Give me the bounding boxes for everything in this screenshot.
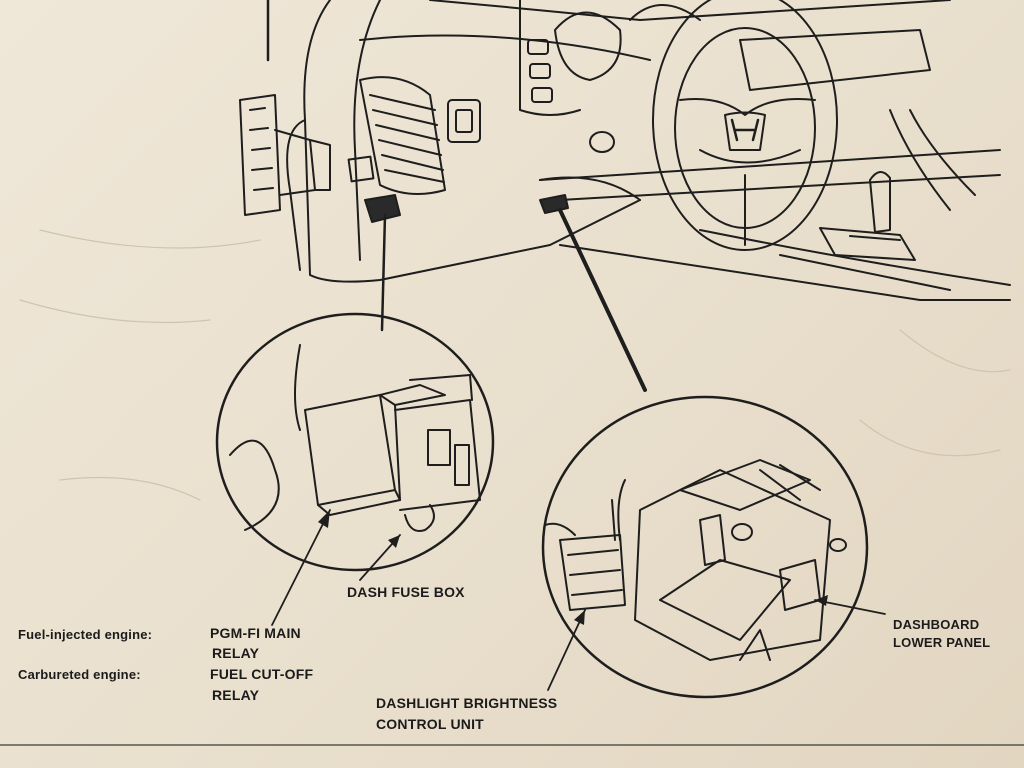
brightness-connector [539,194,569,214]
leader-to-right-callout [558,208,647,392]
dashboard-lower-panel-label-line1: DASHBOARD [893,617,980,632]
hazard-switch [447,99,481,143]
left-callout-circle [215,312,495,572]
air-vent [359,76,446,195]
side-bracket [239,94,331,216]
pgm-fi-main-relay-label-line1: PGM-FI MAIN [210,625,301,641]
fuel-cut-off-relay-label-line1: FUEL CUT-OFF [210,666,314,682]
instrument-cluster [519,0,931,116]
dashboard-lower-panel-label-line2: LOWER PANEL [893,635,991,650]
steering-wheel [652,0,838,251]
small-square [347,155,375,183]
fuel-cut-off-relay-label-line2: RELAY [212,687,260,703]
carbureted-engine-label: Carbureted engine: [18,667,141,682]
dashboard-outline [286,0,1011,301]
fuel-injected-engine-label: Fuel-injected engine: [18,627,153,642]
arrowheads [318,510,828,625]
door-line [909,109,976,196]
gear-shift [819,171,916,261]
knob [589,131,615,153]
door-line [889,109,951,211]
dashlight-brightness-label-line2: CONTROL UNIT [376,716,484,732]
pgm-fi-main-relay-label-line2: RELAY [212,645,260,661]
relay-connector [364,194,401,223]
dashlight-brightness-label-line1: DASHLIGHT BRIGHTNESS [376,695,558,711]
leader-to-left-callout [380,213,387,332]
faint-background-lines [19,229,1011,501]
dash-fuse-box-label: DASH FUSE BOX [347,584,465,600]
right-callout-circle [541,395,869,699]
